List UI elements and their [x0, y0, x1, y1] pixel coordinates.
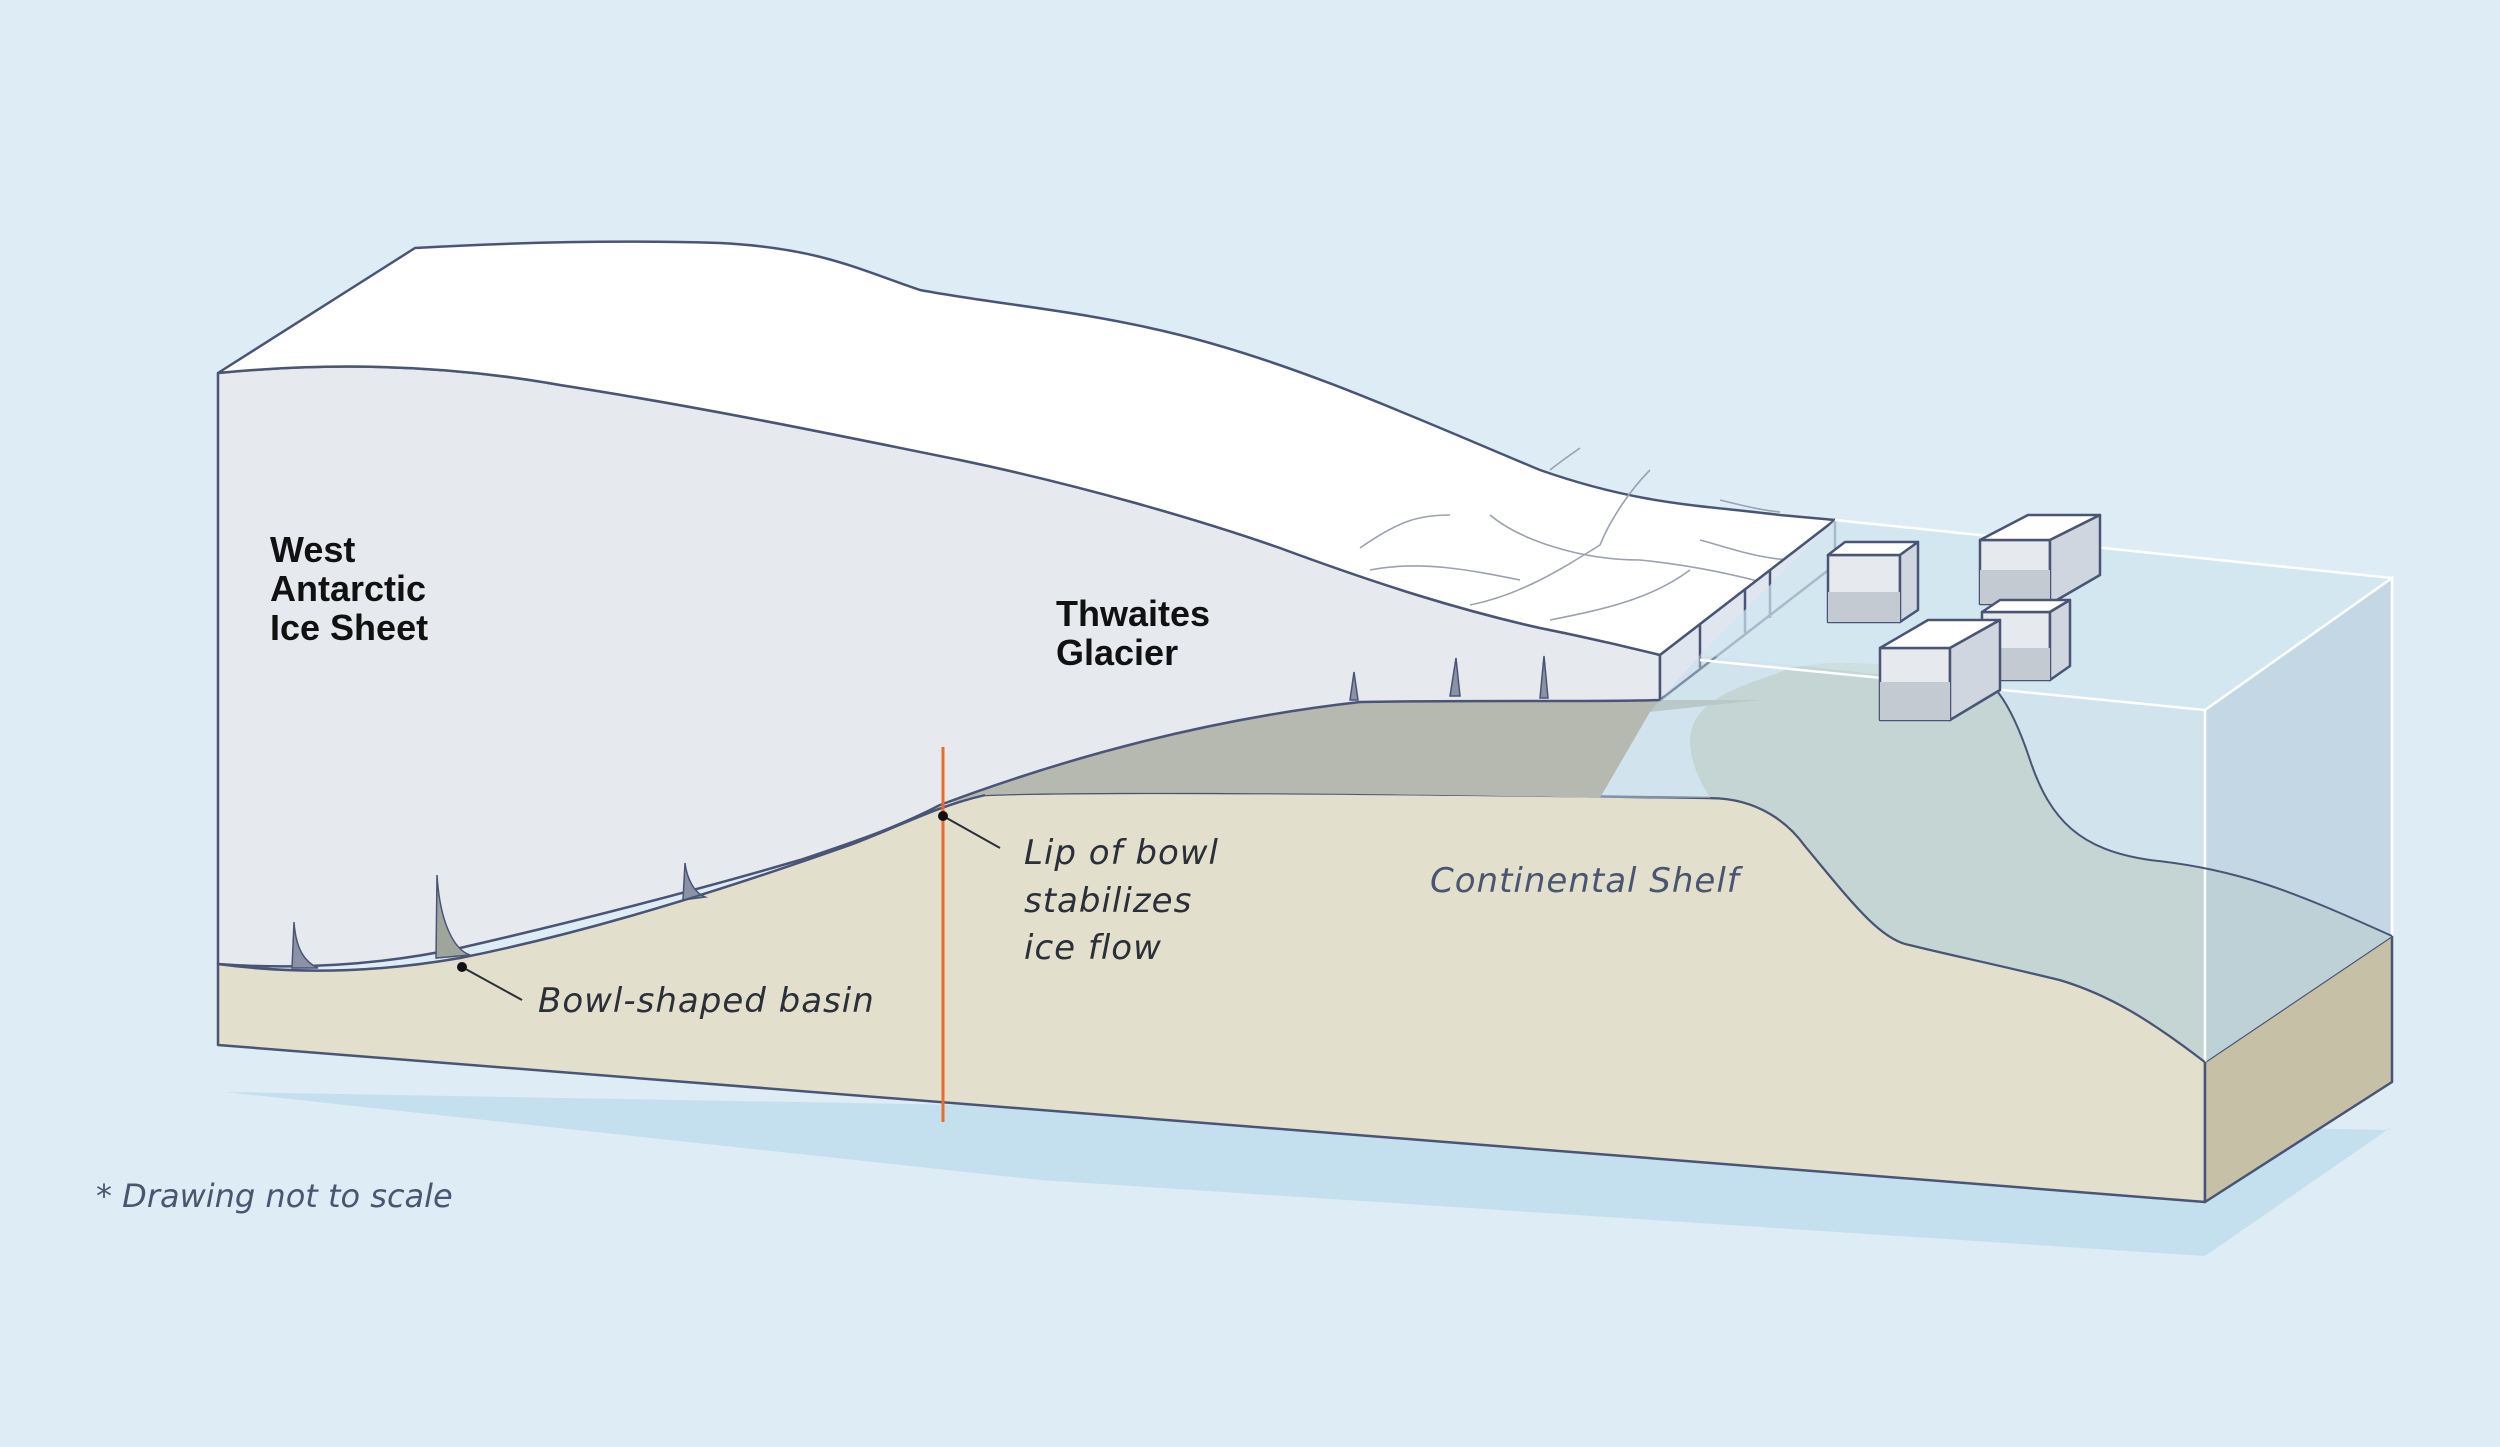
continental-shelf-label: Continental Shelf — [1430, 861, 1744, 901]
grounded-zone — [940, 700, 1760, 805]
seafloor-back-line — [1959, 669, 2393, 937]
ocean-water-front — [1600, 655, 2205, 1062]
ocean-water-side — [2205, 578, 2392, 1062]
iceberg-1 — [1826, 540, 1920, 624]
crevasse-lines — [1359, 447, 1796, 621]
west-antarctic-label-line2: Antarctic — [270, 568, 426, 609]
seafloor-profile-line — [1709, 797, 2206, 1063]
bowl-basin-label: Bowl-shaped basin — [538, 981, 875, 1021]
basin-leader — [457, 962, 523, 1001]
west-antarctic-label-line3: Ice Sheet — [270, 607, 428, 648]
lip-label-line2: stabilizes — [1024, 881, 1192, 921]
west-antarctic-label-line1: West — [270, 529, 355, 570]
lip-label-line3: ice flow — [1024, 928, 1162, 968]
lip-label-line1: Lip of bowl — [1024, 833, 1219, 873]
thwaites-label-line2: Glacier — [1056, 632, 1178, 673]
lip-leader — [938, 811, 1001, 849]
bedrock-side-face — [2203, 934, 2394, 1204]
iceberg-4 — [1878, 618, 2002, 722]
ice-bed-line — [217, 794, 986, 972]
scale-footnote: * Drawing not to scale — [96, 1177, 453, 1215]
thwaites-label-line1: Thwaites — [1056, 593, 1210, 634]
iceberg-2 — [1978, 513, 2102, 606]
basal-crevasses — [291, 655, 1549, 969]
ocean-water-edges — [1699, 518, 2394, 1062]
